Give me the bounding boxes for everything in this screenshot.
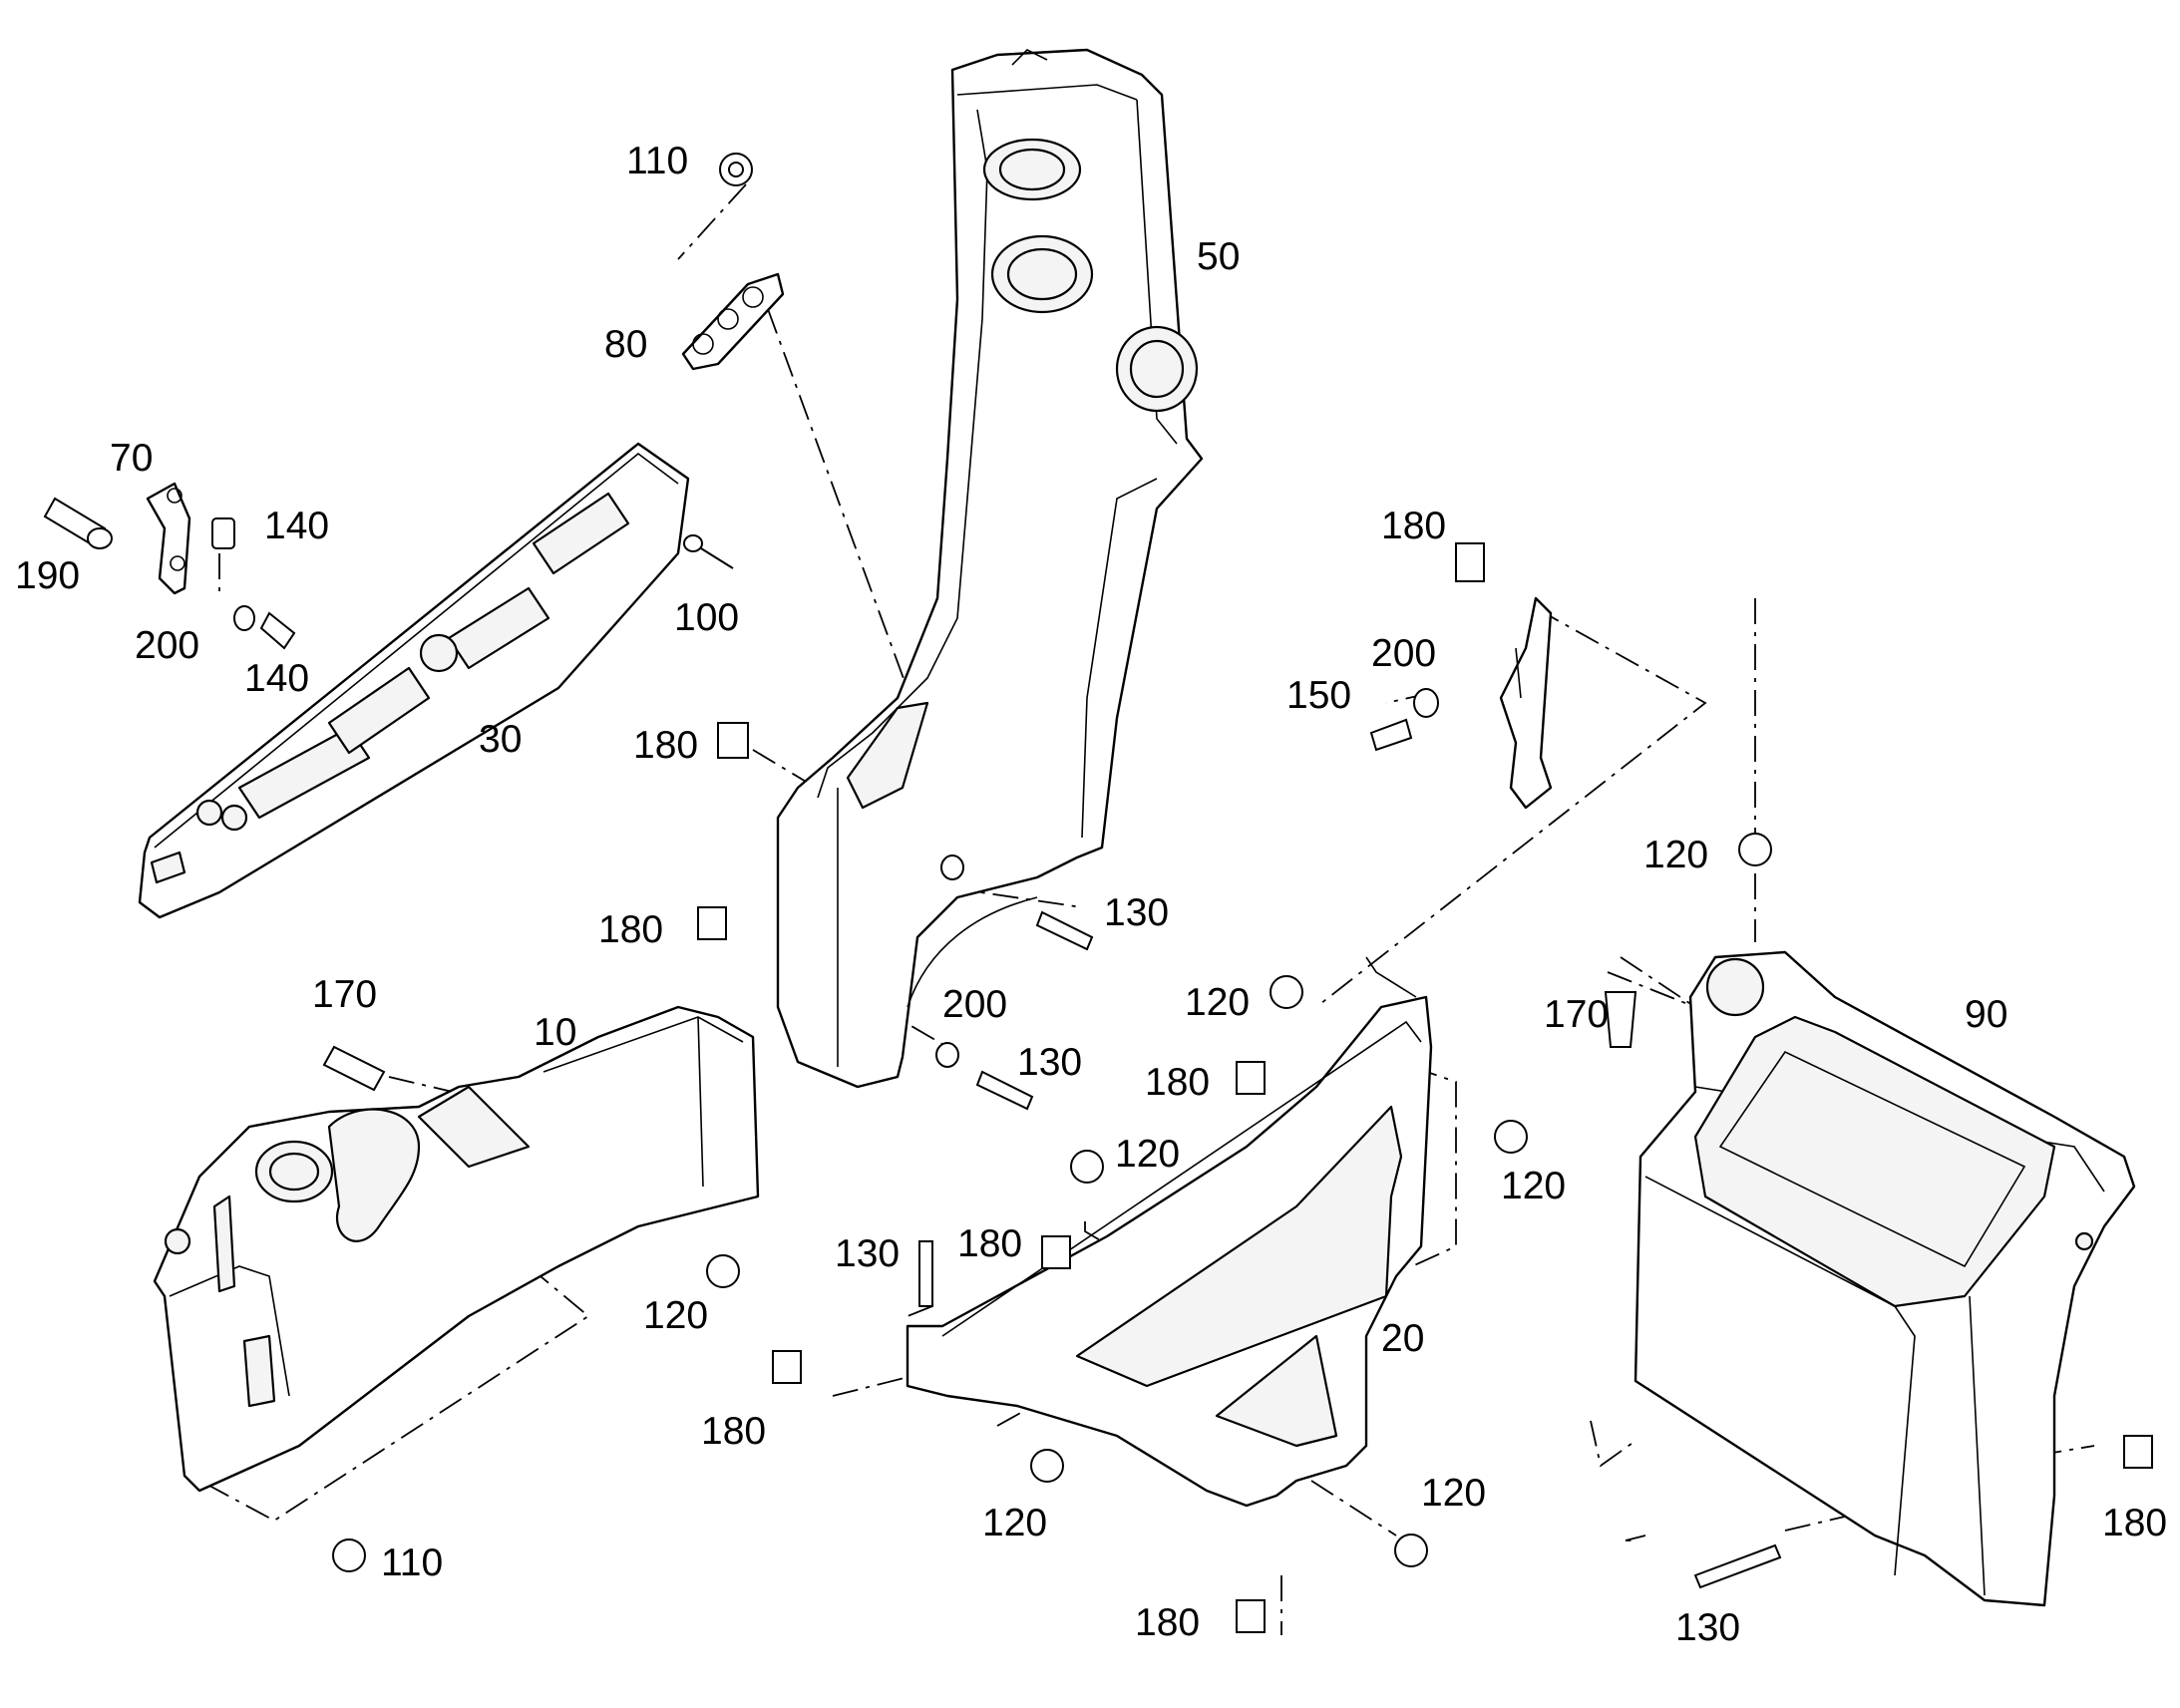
screw-130a bbox=[1035, 910, 1094, 951]
label-130-middle: 130 bbox=[1017, 1041, 1082, 1084]
screw-130b bbox=[975, 1070, 1034, 1111]
label-140-lower: 140 bbox=[244, 657, 309, 700]
screw-150 bbox=[1369, 718, 1413, 752]
label-130-upper: 130 bbox=[1104, 891, 1169, 934]
screw-110-bottom bbox=[332, 1538, 366, 1572]
label-180-c: 180 bbox=[598, 908, 663, 951]
part-10-lower-trim bbox=[153, 1005, 760, 1493]
label-100: 100 bbox=[674, 596, 739, 639]
label-120-bottom: 120 bbox=[982, 1502, 1047, 1544]
label-180-d: 180 bbox=[1145, 1061, 1210, 1104]
part-80-plate bbox=[681, 272, 785, 371]
pin-170a bbox=[322, 1045, 386, 1092]
washer-200c bbox=[935, 1042, 959, 1068]
screw-120f bbox=[1030, 1449, 1064, 1483]
screw-120e bbox=[706, 1254, 740, 1288]
label-130-left: 130 bbox=[835, 1232, 900, 1275]
label-90: 90 bbox=[1965, 993, 2007, 1036]
label-30: 30 bbox=[479, 718, 522, 761]
label-150: 150 bbox=[1286, 674, 1351, 717]
screw-130c bbox=[918, 1240, 933, 1307]
screw-140a bbox=[211, 517, 235, 549]
label-120-mid: 120 bbox=[1115, 1133, 1180, 1176]
screw-120b bbox=[1070, 1150, 1104, 1184]
label-180-g: 180 bbox=[1135, 1601, 1200, 1644]
washer-130a bbox=[940, 854, 964, 880]
screw-120a bbox=[1270, 975, 1303, 1009]
part-30-bracket bbox=[138, 442, 690, 919]
washer-200b bbox=[1413, 688, 1439, 718]
label-200-right: 200 bbox=[1371, 632, 1436, 675]
label-50: 50 bbox=[1197, 235, 1240, 278]
label-180-a: 180 bbox=[633, 724, 698, 767]
label-80: 80 bbox=[604, 323, 647, 366]
label-170-left: 170 bbox=[312, 973, 377, 1016]
clip-180-g bbox=[1236, 1599, 1266, 1633]
label-170-right: 170 bbox=[1544, 993, 1609, 1036]
hardware bbox=[43, 153, 2153, 1633]
screw-120d bbox=[1738, 833, 1772, 866]
screw-120c bbox=[1494, 1120, 1528, 1154]
mounting-bracket-right bbox=[1499, 596, 1553, 810]
clip-180-h bbox=[2123, 1435, 2153, 1469]
label-180-b: 180 bbox=[1381, 505, 1446, 547]
screw-140b bbox=[259, 611, 296, 650]
label-120-right-top: 120 bbox=[1643, 834, 1708, 876]
label-10: 10 bbox=[534, 1011, 576, 1054]
pin-170b bbox=[1604, 991, 1637, 1048]
label-200-left: 200 bbox=[135, 624, 199, 667]
label-130-right: 130 bbox=[1675, 1606, 1740, 1649]
part-50-pillar-trim bbox=[776, 48, 1204, 1089]
label-180-e: 180 bbox=[957, 1222, 1022, 1265]
label-180-f: 180 bbox=[701, 1410, 766, 1453]
label-120-center: 120 bbox=[1185, 981, 1250, 1024]
label-70: 70 bbox=[110, 437, 153, 480]
label-110-top: 110 bbox=[626, 140, 688, 182]
clip-180-f bbox=[772, 1350, 802, 1384]
label-20: 20 bbox=[1381, 1317, 1424, 1360]
label-120-panel-right: 120 bbox=[1501, 1165, 1566, 1207]
screw-130d bbox=[1693, 1543, 1782, 1589]
screw-120g bbox=[1394, 1534, 1428, 1567]
clip-180-a bbox=[717, 722, 749, 759]
part-labels: 110 80 50 70 140 190 200 140 100 30 180 … bbox=[15, 140, 2167, 1649]
clip-180-c bbox=[1455, 542, 1485, 582]
clip-180-e bbox=[1041, 1235, 1071, 1269]
part-20-center-panel bbox=[906, 956, 1433, 1508]
clip-180-b bbox=[697, 906, 727, 940]
label-140-upper: 140 bbox=[264, 505, 329, 547]
label-120-lower-left: 120 bbox=[643, 1294, 708, 1337]
label-120-bottom-right: 120 bbox=[1421, 1472, 1486, 1515]
washer-200a bbox=[233, 605, 255, 631]
clip-180-d bbox=[1236, 1061, 1266, 1095]
label-110-bottom: 110 bbox=[381, 1541, 443, 1584]
part-90-storage-box bbox=[1634, 950, 2136, 1607]
label-200-center: 200 bbox=[942, 983, 1007, 1026]
label-180-h: 180 bbox=[2102, 1502, 2167, 1544]
part-70-bracket bbox=[146, 482, 191, 595]
label-190: 190 bbox=[15, 554, 80, 597]
